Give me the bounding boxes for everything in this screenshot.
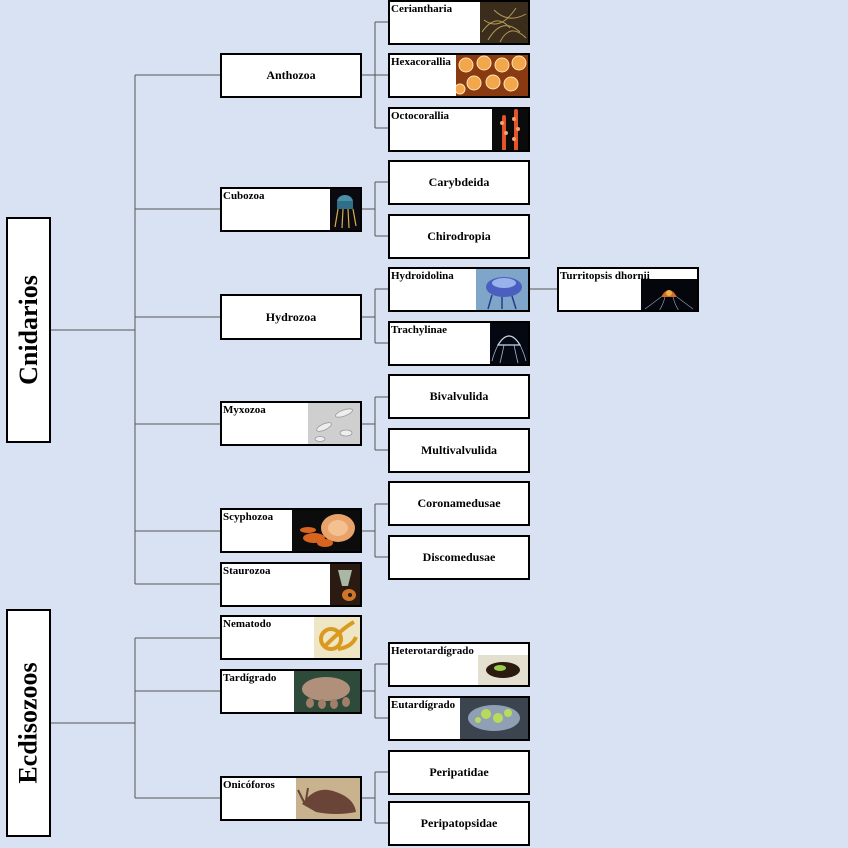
node-cubozoa: Cubozoa: [220, 187, 362, 232]
node-label: Heterotardígrado: [391, 645, 474, 657]
tube-anemone-image: [480, 2, 528, 43]
node-discomedusae: Discomedusae: [388, 535, 530, 580]
node-multivalvulida: Multivalvulida: [388, 428, 530, 473]
sea-fan-image: [492, 109, 528, 150]
node-myxozoa: Myxozoa: [220, 401, 362, 446]
node-label: Cubozoa: [223, 190, 265, 202]
nematode-image: [314, 617, 360, 658]
node-label: Carybdeida: [429, 175, 490, 190]
node-peripatopsidae: Peripatopsidae: [388, 801, 530, 846]
tardigrade-image: [294, 671, 360, 712]
node-octocorallia: Octocorallia: [388, 107, 530, 152]
node-staurozoa: Staurozoa: [220, 562, 362, 607]
node-bivalvulida: Bivalvulida: [388, 374, 530, 419]
node-label: Myxozoa: [223, 404, 266, 416]
node-label: Multivalvulida: [421, 443, 497, 458]
node-hydroidolina: Hydroidolina: [388, 267, 530, 312]
node-label: Eutardígrado: [391, 699, 455, 711]
root-ecdisozoos: Ecdisozoos: [6, 609, 51, 837]
node-anthozoa: Anthozoa: [220, 53, 362, 98]
node-label: Bivalvulida: [430, 389, 489, 404]
node-peripatidae: Peripatidae: [388, 750, 530, 795]
jellyfish-image: [292, 510, 360, 551]
eutardigrade-image: [460, 698, 528, 739]
node-label: Ceriantharia: [391, 3, 452, 15]
node-label: Peripatopsidae: [421, 816, 498, 831]
node-scyphozoa: Scyphozoa: [220, 508, 362, 553]
node-label: Peripatidae: [429, 765, 488, 780]
trachyline-medusa-image: [490, 323, 528, 364]
root-label: Ecdisozoos: [14, 662, 44, 783]
node-label: Scyphozoa: [223, 511, 273, 523]
node-label: Staurozoa: [223, 565, 270, 577]
node-label: Chirodropia: [427, 229, 491, 244]
node-tardigrado: Tardígrado: [220, 669, 362, 714]
node-label: Hexacorallia: [391, 56, 451, 68]
node-trachylinae: Trachylinae: [388, 321, 530, 366]
node-label: Trachylinae: [391, 324, 447, 336]
node-label: Coronamedusae: [417, 496, 500, 511]
node-coronamedusae: Coronamedusae: [388, 481, 530, 526]
heterotardigrade-image: [478, 655, 528, 685]
node-chirodropia: Chirodropia: [388, 214, 530, 259]
node-label: Onicóforos: [223, 779, 275, 791]
node-carybdeida: Carybdeida: [388, 160, 530, 205]
man-o-war-image: [476, 269, 528, 310]
node-label: Octocorallia: [391, 110, 449, 122]
node-turritopsis: Turritopsis dhornii: [557, 267, 699, 312]
node-label: Turritopsis dhornii: [560, 270, 650, 282]
node-hexacorallia: Hexacorallia: [388, 53, 530, 98]
velvet-worm-image: [296, 778, 360, 819]
node-nematodo: Nematodo: [220, 615, 362, 660]
root-cnidarios: Cnidarios: [6, 217, 51, 443]
box-jellyfish-image: [330, 189, 360, 230]
node-label: Discomedusae: [423, 550, 496, 565]
node-hydrozoa: Hydrozoa: [220, 294, 362, 340]
node-onicoforos: Onicóforos: [220, 776, 362, 821]
node-label: Anthozoa: [266, 68, 315, 83]
node-ceriantharia: Ceriantharia: [388, 0, 530, 45]
node-eutardigrado: Eutardígrado: [388, 696, 530, 741]
coral-polyps-image: [456, 55, 528, 96]
myxozoa-image: [308, 403, 360, 444]
stalked-jellyfish-image: [330, 564, 360, 605]
node-label: Nematodo: [223, 618, 271, 630]
node-label: Tardígrado: [223, 672, 276, 684]
node-heterotardigrado: Heterotardígrado: [388, 642, 530, 687]
immortal-jellyfish-image: [641, 279, 697, 312]
root-label: Cnidarios: [14, 275, 44, 385]
node-label: Hydroidolina: [391, 270, 454, 282]
node-label: Hydrozoa: [266, 310, 316, 325]
